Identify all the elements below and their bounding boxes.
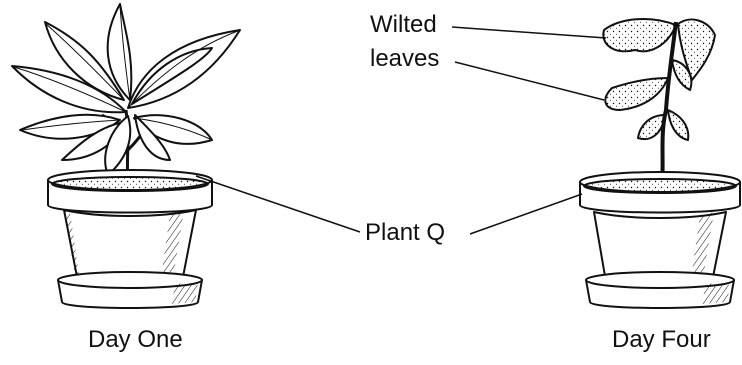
day-one-label: Day One <box>88 326 183 353</box>
wilted-leaves-label-line1: Wilted <box>370 11 437 38</box>
plant-q-label: Plant Q <box>365 219 446 246</box>
wilted-leaf <box>637 114 666 140</box>
wilted-leaf <box>667 109 690 141</box>
wilted-leaves-label-line2: leaves <box>370 45 440 72</box>
leaf <box>134 114 171 161</box>
day-four-label: Day Four <box>612 326 711 353</box>
wilted-leaf <box>671 59 693 91</box>
leaf <box>131 47 213 105</box>
wilted-leader-lower <box>454 61 605 101</box>
day-one-plant <box>11 3 241 309</box>
wilted-leaf <box>604 77 669 111</box>
plant-q-leader-left <box>195 175 361 233</box>
leader-lines <box>195 26 607 235</box>
plant-q-leader-right <box>469 193 583 235</box>
day-four-plant <box>579 18 741 309</box>
wilted-leaf <box>677 18 716 81</box>
leaf <box>106 3 133 101</box>
wilted-leaf <box>602 18 677 53</box>
wilted-leader-upper <box>451 26 607 39</box>
